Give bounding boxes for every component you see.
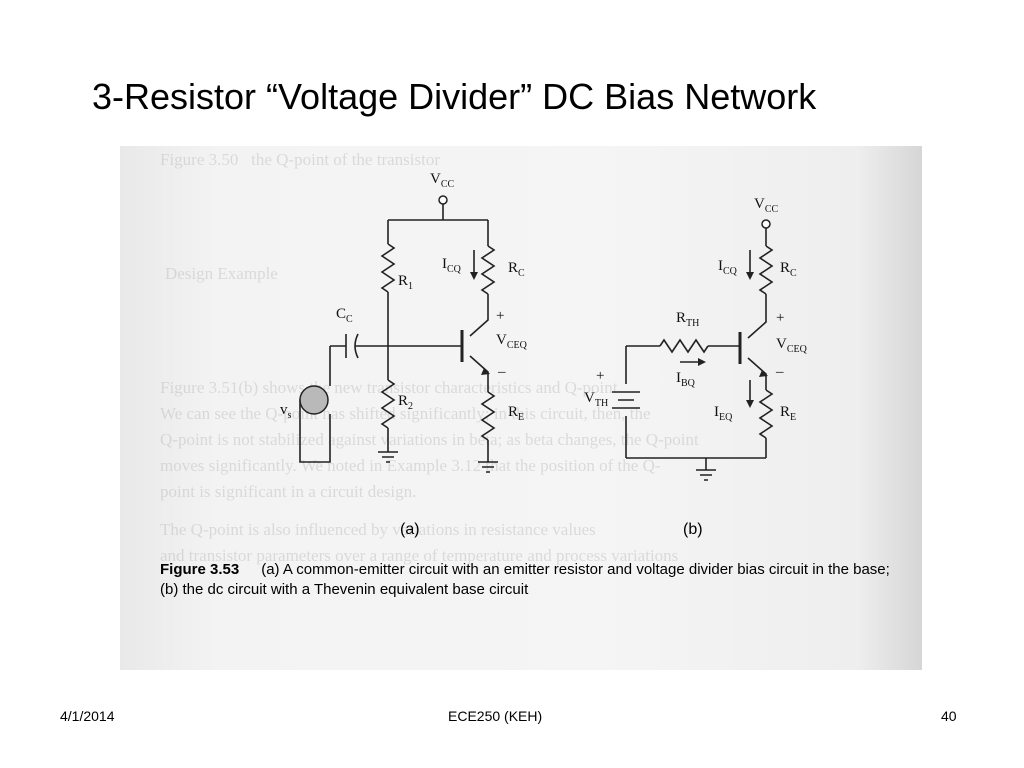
svg-text:RC: RC: [780, 260, 797, 279]
svg-text:RTH: RTH: [676, 310, 699, 329]
figure-sublabel-b: (b): [683, 521, 703, 538]
resistor-re-a: [480, 391, 496, 441]
figure-sublabel-a: (a): [400, 521, 420, 538]
svg-text:+: +: [596, 368, 604, 384]
footer-date: 4/1/2014: [60, 708, 115, 724]
svg-text:+: +: [776, 310, 784, 326]
signal-source-vs: [299, 385, 329, 415]
svg-text:VCEQ: VCEQ: [496, 332, 528, 351]
resistor-rc-b: [758, 245, 774, 295]
resistor-r1: [380, 243, 396, 293]
resistor-r2: [380, 379, 396, 429]
svg-text:VCC: VCC: [430, 171, 455, 190]
svg-text:–: –: [497, 364, 506, 380]
svg-text:ICQ: ICQ: [718, 258, 738, 277]
vcc-terminal-a: [438, 195, 448, 205]
svg-text:–: –: [775, 364, 784, 380]
slide-title: 3-Resistor “Voltage Divider” DC Bias Net…: [92, 76, 817, 117]
svg-text:R1: R1: [398, 273, 413, 292]
circuit-b: VCC RTH VTH RC RE ICQ IBQ IEQ VCEQ + + –: [584, 196, 808, 481]
svg-text:R2: R2: [398, 393, 413, 412]
svg-text:VCEQ: VCEQ: [776, 336, 808, 355]
figure-caption-text: (a) A common-emitter circuit with an emi…: [160, 561, 890, 598]
footer-course: ECE250 (KEH): [448, 708, 543, 724]
svg-text:RE: RE: [508, 404, 524, 423]
svg-text:IEQ: IEQ: [714, 404, 733, 423]
circuit-a: VCC R1 R2 RC RE CC ICQ VCEQ vs + –: [280, 171, 528, 473]
svg-text:VCC: VCC: [754, 196, 779, 215]
figure-caption: Figure 3.53(a) A common-emitter circuit …: [160, 560, 905, 600]
vcc-terminal-b: [761, 219, 771, 229]
footer-page-number: 40: [941, 708, 957, 724]
svg-text:CC: CC: [336, 306, 353, 325]
svg-text:ICQ: ICQ: [442, 256, 462, 275]
svg-text:vs: vs: [280, 402, 292, 421]
figure-number: Figure 3.53: [160, 561, 240, 578]
svg-text:+: +: [496, 308, 504, 324]
resistor-rth: [659, 338, 709, 354]
resistor-rc-a: [480, 245, 496, 295]
resistor-re-b: [758, 389, 774, 439]
svg-text:VTH: VTH: [584, 390, 608, 409]
svg-text:RC: RC: [508, 260, 525, 279]
svg-text:IBQ: IBQ: [676, 370, 696, 389]
svg-text:RE: RE: [780, 404, 796, 423]
capacitor-cc: [330, 334, 347, 358]
